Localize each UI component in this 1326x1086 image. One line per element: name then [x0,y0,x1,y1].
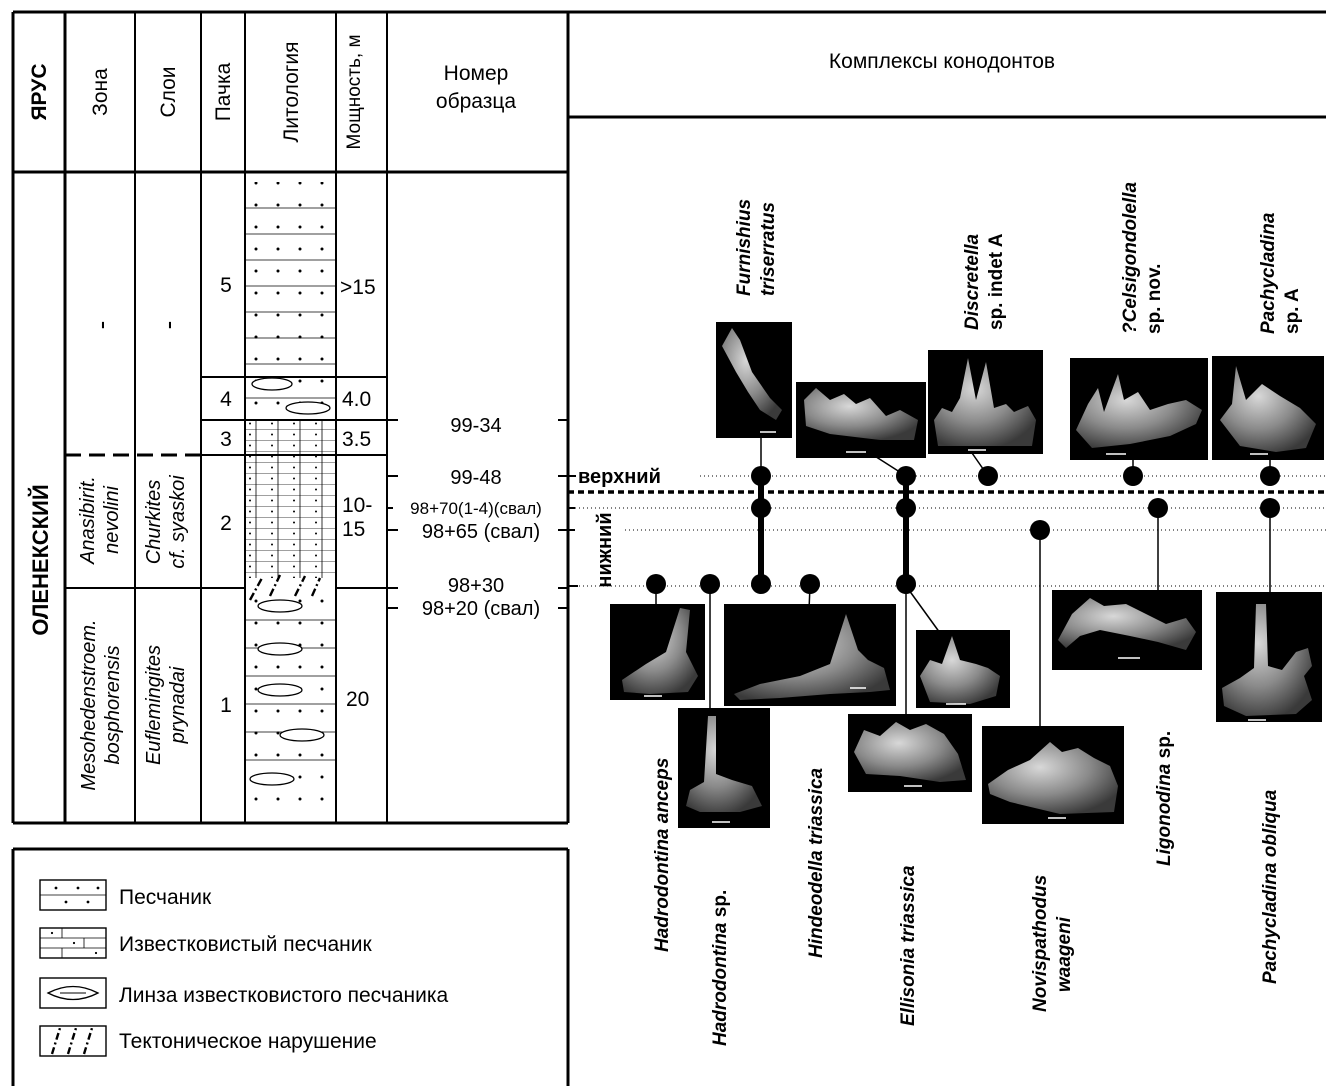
header-yarus: ЯРУС [28,63,51,120]
pack-3: 3 [220,428,232,451]
taxon-novispathodus-species: waageni [1054,916,1075,992]
bed-lower-line1: Euflemingites [143,645,165,765]
taxon-furnishius-species: triserratus [758,202,779,296]
legend-label-calc-sandstone: Известковистый песчаник [119,933,372,956]
sample-99-48: 99-48 [450,467,501,489]
taxon-pachycladina-obliqua: Pachycladina obliqua [1260,789,1281,984]
taxon-ligonodina: Ligonodina sp. [1154,731,1175,866]
sem-photo-celsigondolella [1070,358,1208,460]
sem-photo-ligonodina [1052,590,1202,670]
header-moshchnost: Мощность, м [344,34,365,149]
conodont-panel: Комплексы конодонтов верхний нижний [568,10,1326,1046]
bed-middle-line2: cf. syaskoi [167,475,189,569]
taxon-ellisonia: Ellisonia triassica [898,865,919,1026]
taxon-hindeodella: Hindeodella triassica [806,767,827,958]
header-nomer-line2: образца [436,90,516,113]
sem-photo-hindeodella [724,604,896,706]
pack-1: 1 [220,694,232,717]
sem-photo-furnishius [716,322,792,438]
zone-upper: - [86,321,116,330]
sem-photo-discretella [928,350,1043,454]
taxon-celsigondolella-genus: ?Celsigondolella [1120,182,1141,334]
substage-lower: нижний [594,512,616,587]
header-sloi: Слои [157,66,180,117]
sem-photo-pachycladina-a [1212,356,1324,460]
thickness-2a: 10- [342,494,372,517]
sem-photo-hadrodontina-anceps [610,604,705,700]
thickness-1: 20 [346,688,369,711]
legend-swatch-lens [39,977,107,1009]
thickness-4: 4.0 [342,388,371,411]
sem-photo-ellisonia-top [796,382,926,458]
sem-photo-hadrodontina-sp [678,708,770,828]
taxon-pachycladina-a-species: sp. A [1282,288,1303,334]
substage-upper: верхний [578,466,661,488]
bed-middle-line1: Churkites [143,480,165,564]
legend-swatch-calc-sandstone [39,927,107,959]
thickness-2b: 15 [342,518,365,541]
sample-98-20: 98+20 (свал) [422,598,540,620]
taxon-pachycladina-a-genus: Pachycladina [1258,212,1279,334]
header-zona: Зона [89,68,112,116]
header-nomer-line1: Номер [444,62,509,85]
taxon-discretella-genus: Discretella [962,233,983,330]
zone-middle-line1: Anasibirit. [77,476,99,565]
taxon-hadrodontina-anceps: Hadrodontina anceps [652,758,673,952]
taxon-furnishius-genus: Furnishius [734,199,755,296]
legend: Песчаник Известковистый песчаник Линза и… [11,847,570,1086]
sample-98-30: 98+30 [448,575,504,597]
header-kompleksy: Комплексы конодонтов [829,50,1055,73]
taxon-celsigondolella-species: sp. nov. [1144,264,1165,334]
zone-lower-line2: bosphorensis [102,646,124,765]
taxon-novispathodus-genus: Novispathodus [1030,875,1051,1012]
stage-label: ОЛЕНЕКСКИЙ [28,484,53,635]
legend-label-lens: Линза известковистого песчаника [119,984,449,1007]
pack-5: 5 [220,274,232,297]
lithology-column [246,182,335,806]
bed-upper: - [153,321,183,330]
bed-lower-line2: prynadai [167,666,189,744]
sem-photo-pachycladina-obliqua [1216,592,1322,722]
pack-4: 4 [220,388,232,411]
legend-swatch-tectonic [39,1025,107,1057]
thickness-3: 3.5 [342,428,371,451]
strat-column-frame [11,10,570,825]
sem-photo-novispathodus [982,726,1124,824]
zone-middle-line2: nevolini [101,486,123,554]
thickness-5: >15 [340,276,376,299]
sample-ticks [387,419,568,609]
taxon-hadrodontina-sp: Hadrodontina sp. [710,890,731,1046]
sample-98-65: 98+65 (свал) [422,521,540,543]
legend-label-tectonic: Тектоническое нарушение [119,1030,377,1053]
zone-lower-line1: Mesohedenstroem. [78,619,100,790]
header-litologiya: Литология [280,41,303,142]
sem-photo-ellisonia-bottom [848,714,972,792]
taxon-discretella-species: sp. indet A [986,233,1007,330]
legend-label-sandstone: Песчаник [119,886,212,909]
header-pachka: Пачка [212,62,235,121]
sample-99-34: 99-34 [450,415,501,437]
sem-photo-ellisonia-mid [916,630,1010,708]
pack-2: 2 [220,512,232,535]
legend-swatch-sandstone [39,879,107,911]
sample-98-70: 98+70(1-4)(свал) [410,499,542,518]
